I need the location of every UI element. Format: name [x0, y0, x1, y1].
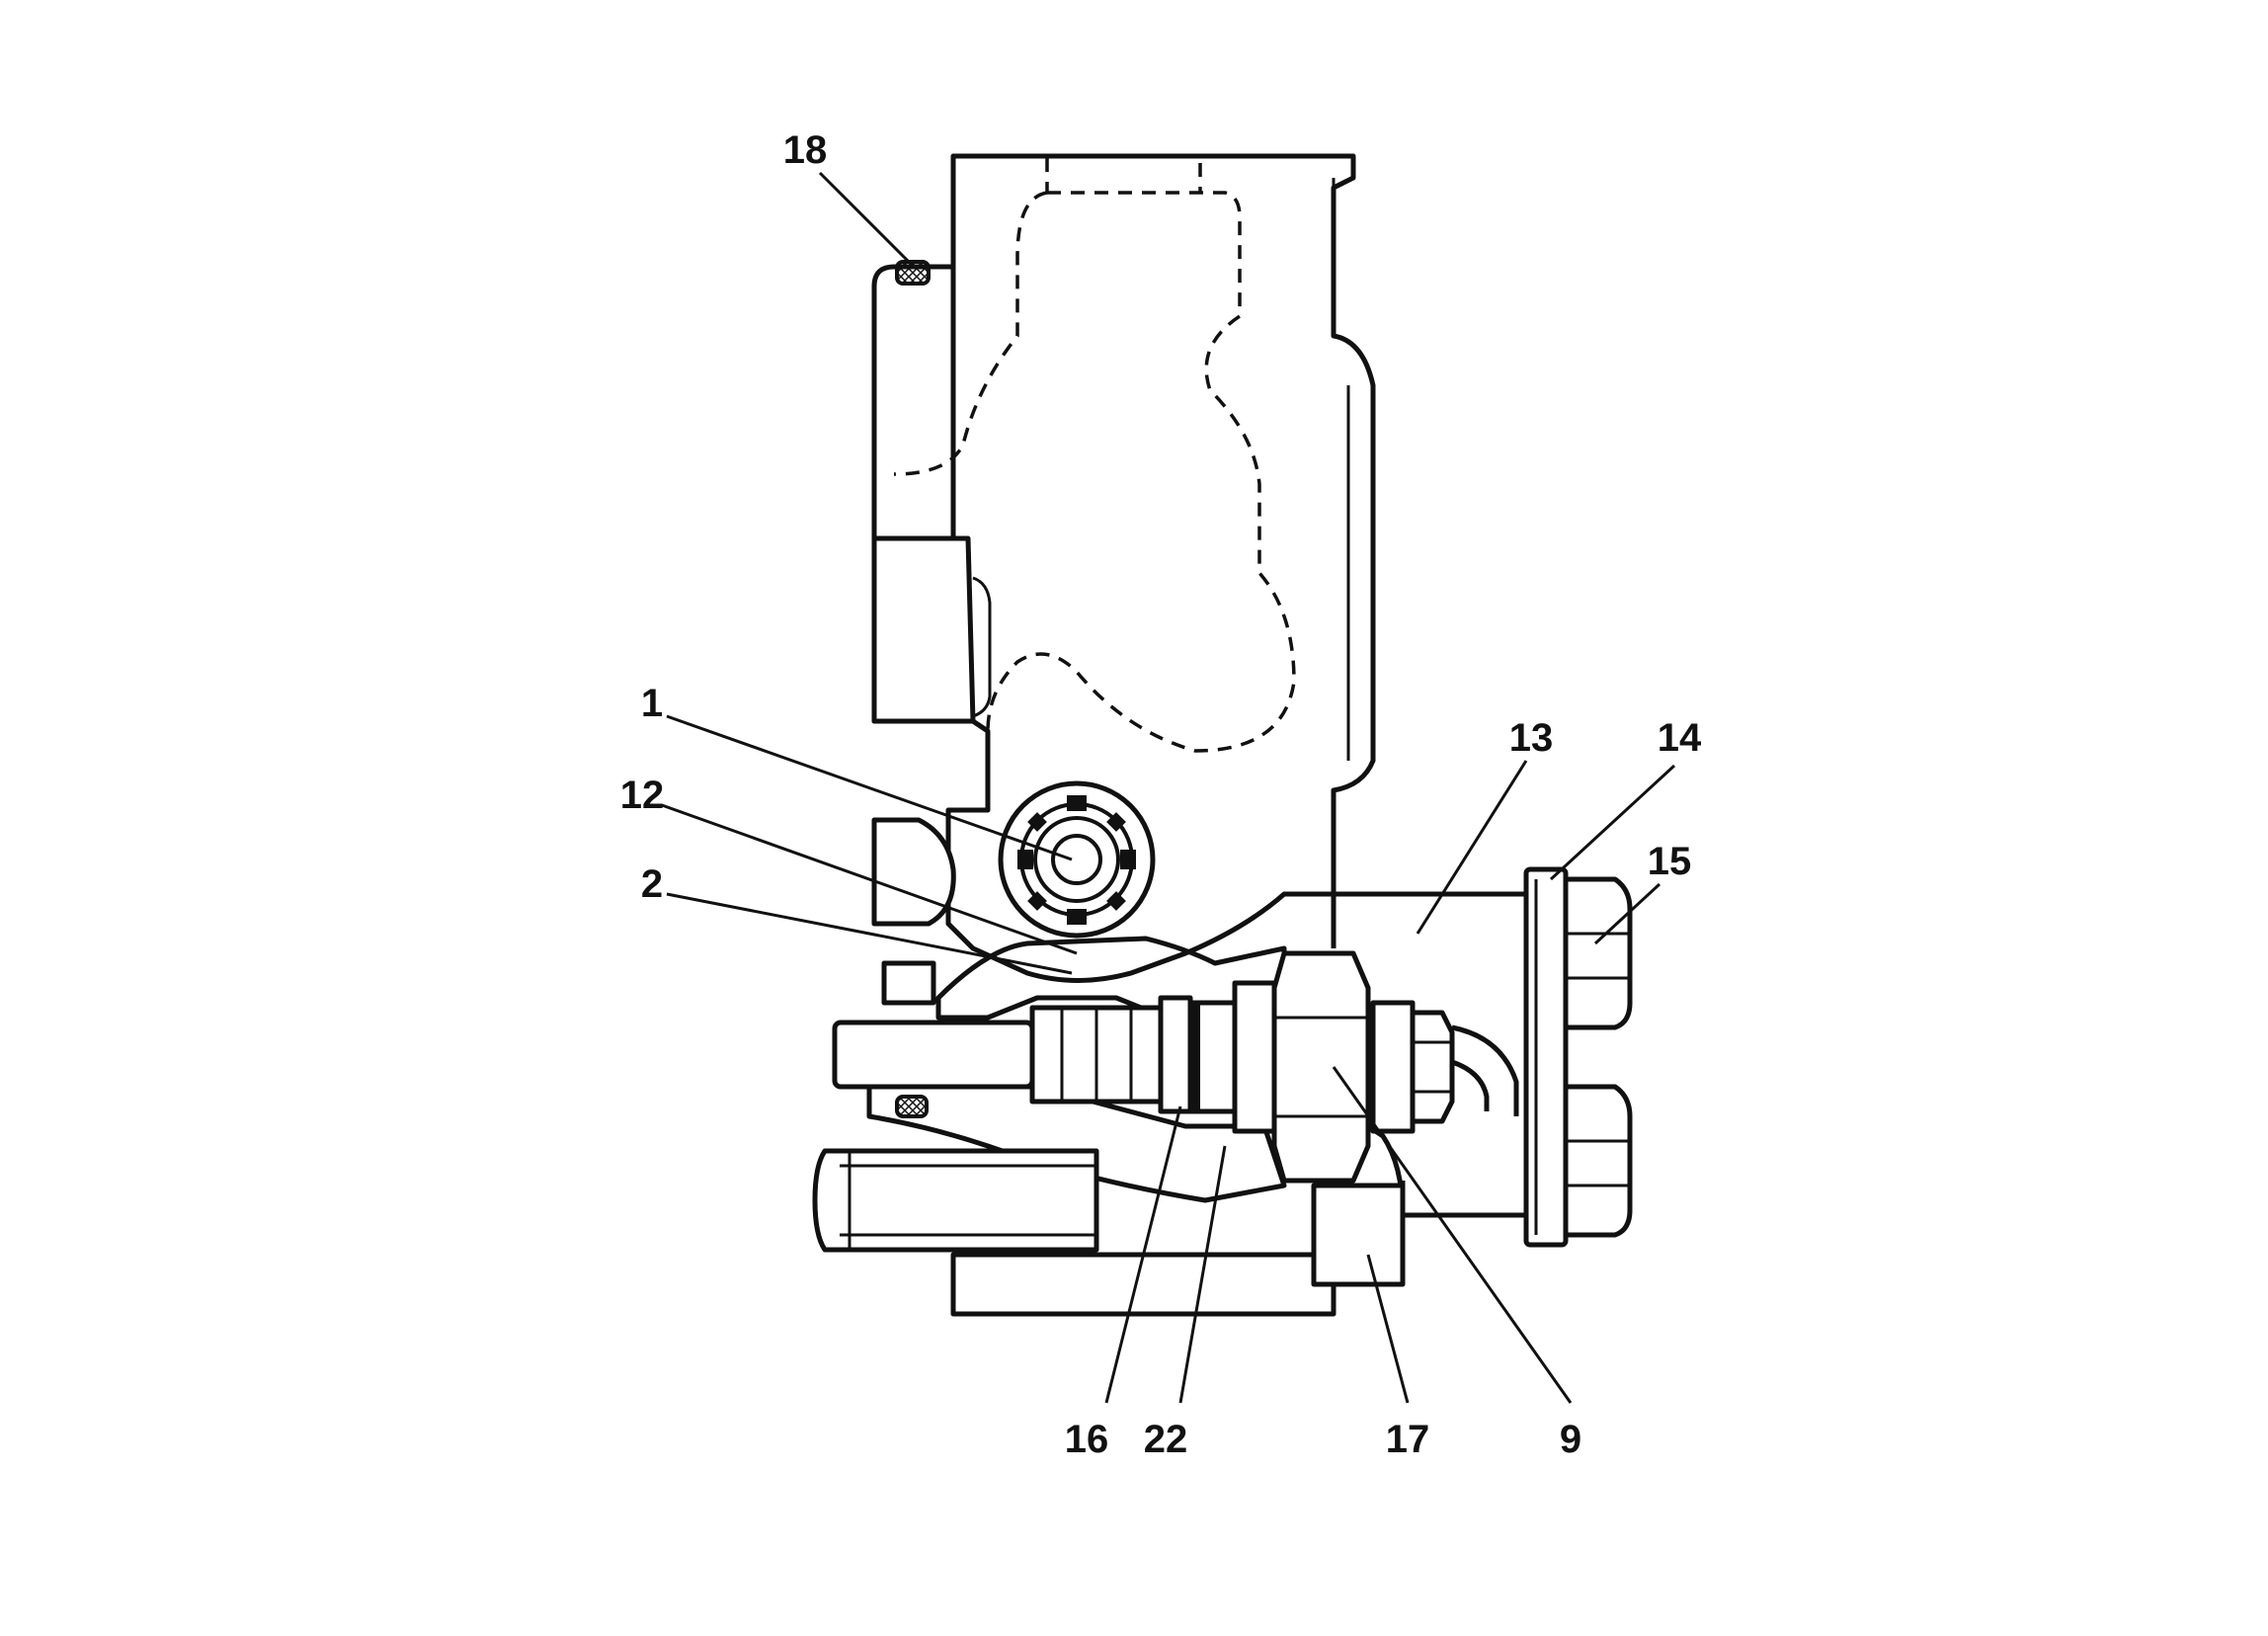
callout-1: 1	[641, 682, 663, 725]
hidden-passage-2	[893, 191, 1048, 476]
callout-16: 16	[1065, 1418, 1109, 1461]
callout-12: 12	[620, 774, 665, 817]
callout-14: 14	[1658, 716, 1702, 760]
callout-15: 15	[1648, 840, 1692, 883]
side-window	[871, 535, 992, 724]
bolt-head-bottom	[1563, 1084, 1633, 1238]
callout-labels: 18 1 12 2 13 14 15 16 22 17 9	[620, 128, 1702, 1461]
leader-lines	[661, 171, 1676, 1404]
spindle	[832, 980, 1277, 1134]
housing-body	[871, 153, 1376, 983]
bolt-head-top	[1563, 876, 1633, 1030]
seal-ring-low	[895, 1095, 929, 1118]
lower-pin	[812, 1148, 1099, 1253]
spacer-17	[1311, 1183, 1406, 1287]
callout-2: 2	[641, 862, 663, 906]
callout-9: 9	[1560, 1418, 1581, 1461]
bearing	[998, 780, 1156, 939]
flange	[1523, 866, 1569, 1248]
lower-block	[950, 1252, 1336, 1317]
callout-22: 22	[1144, 1418, 1188, 1461]
left-cavity	[871, 817, 956, 927]
hex-nut	[1271, 950, 1519, 1184]
seal-ring-top	[895, 260, 931, 286]
callout-18: 18	[783, 128, 828, 172]
callout-13: 13	[1509, 716, 1554, 760]
hidden-passage	[986, 191, 1296, 753]
callout-17: 17	[1386, 1418, 1430, 1461]
